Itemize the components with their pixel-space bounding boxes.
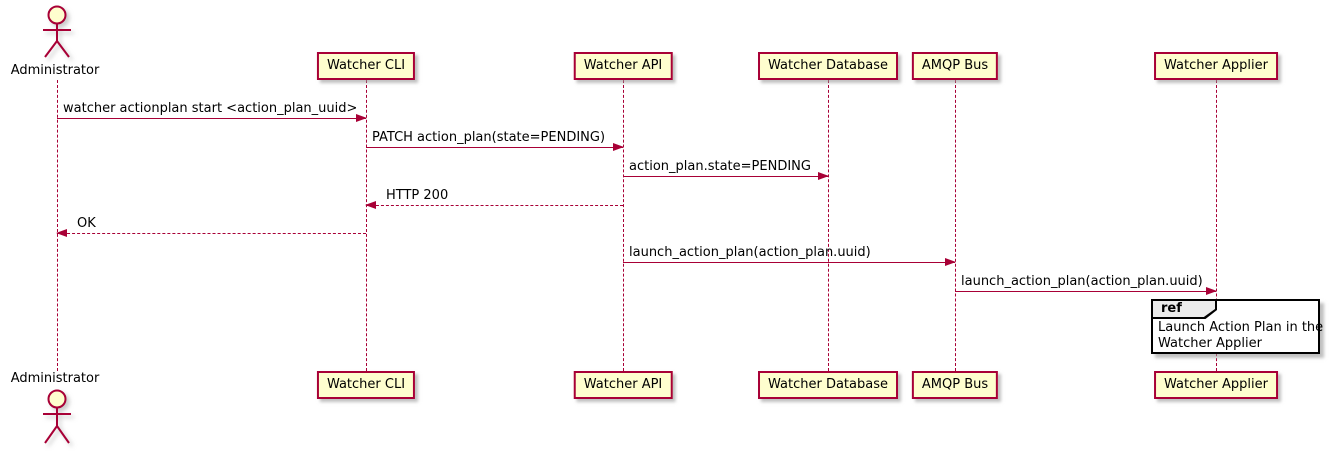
message-line	[623, 176, 828, 177]
lifeline-administrator	[57, 80, 58, 371]
actor-icon	[43, 389, 71, 444]
ref-text-line-2: Watcher Applier	[1158, 336, 1262, 351]
lifeline-amqp-bus	[955, 80, 956, 371]
message-label: OK	[77, 216, 96, 231]
message-label: launch_action_plan(action_plan.uuid)	[629, 245, 871, 260]
ref-text-line-1: Launch Action Plan in the	[1158, 320, 1324, 335]
message-line	[57, 233, 366, 234]
message-launch-action-plan-api: launch_action_plan(action_plan.uuid)	[623, 245, 956, 266]
message-label: action_plan.state=PENDING	[629, 159, 811, 174]
message-launch-action-plan-amqp: launch_action_plan(action_plan.uuid)	[955, 274, 1217, 295]
participant-watcher-database-bottom: Watcher Database	[758, 371, 898, 399]
participant-watcher-cli-bottom: Watcher CLI	[316, 371, 416, 399]
arrowhead-icon	[818, 171, 829, 180]
message-action-plan-state: action_plan.state=PENDING	[623, 159, 829, 180]
participant-amqp-bus-top: AMQP Bus	[911, 52, 999, 80]
participant-watcher-api-top: Watcher API	[573, 52, 673, 80]
participant-watcher-applier-top: Watcher Applier	[1154, 52, 1278, 80]
ref-tab: ref	[1153, 301, 1217, 319]
ref-body-text: Launch Action Plan in the Watcher Applie…	[1158, 320, 1323, 352]
ref-fragment: ref Launch Action Plan in the Watcher Ap…	[1151, 299, 1323, 354]
arrowhead-icon	[56, 228, 67, 237]
message-line	[366, 147, 623, 148]
participant-amqp-bus-bottom: AMQP Bus	[911, 371, 999, 399]
message-line	[623, 262, 955, 263]
lifeline-watcher-database	[828, 80, 829, 371]
actor-name-bottom: Administrator	[10, 371, 100, 386]
message-label: launch_action_plan(action_plan.uuid)	[961, 274, 1203, 289]
arrowhead-icon	[365, 200, 376, 209]
message-line	[57, 118, 366, 119]
arrowhead-icon	[356, 113, 367, 122]
lifeline-watcher-applier	[1216, 80, 1217, 371]
participant-watcher-api-bottom: Watcher API	[573, 371, 673, 399]
arrowhead-icon	[613, 142, 624, 151]
arrowhead-icon	[1206, 286, 1217, 295]
message-line	[366, 205, 623, 206]
participant-watcher-applier-bottom: Watcher Applier	[1154, 371, 1278, 399]
participant-watcher-cli-top: Watcher CLI	[316, 52, 416, 80]
message-http-200: HTTP 200	[365, 188, 623, 209]
message-line	[955, 291, 1216, 292]
actor-name-top: Administrator	[10, 63, 100, 78]
participant-watcher-database-top: Watcher Database	[758, 52, 898, 80]
message-patch-action-plan: PATCH action_plan(state=PENDING)	[366, 130, 624, 151]
arrowhead-icon	[945, 257, 956, 266]
lifeline-watcher-api	[623, 80, 624, 371]
message-label: watcher actionplan start <action_plan_uu…	[63, 101, 358, 116]
message-label: PATCH action_plan(state=PENDING)	[372, 130, 606, 145]
ref-keyword: ref	[1153, 301, 1215, 317]
message-start-actionplan: watcher actionplan start <action_plan_uu…	[57, 101, 367, 122]
lifeline-watcher-cli	[366, 80, 367, 371]
message-ok: OK	[56, 216, 366, 237]
message-label: HTTP 200	[386, 188, 449, 203]
actor-icon	[43, 5, 71, 58]
